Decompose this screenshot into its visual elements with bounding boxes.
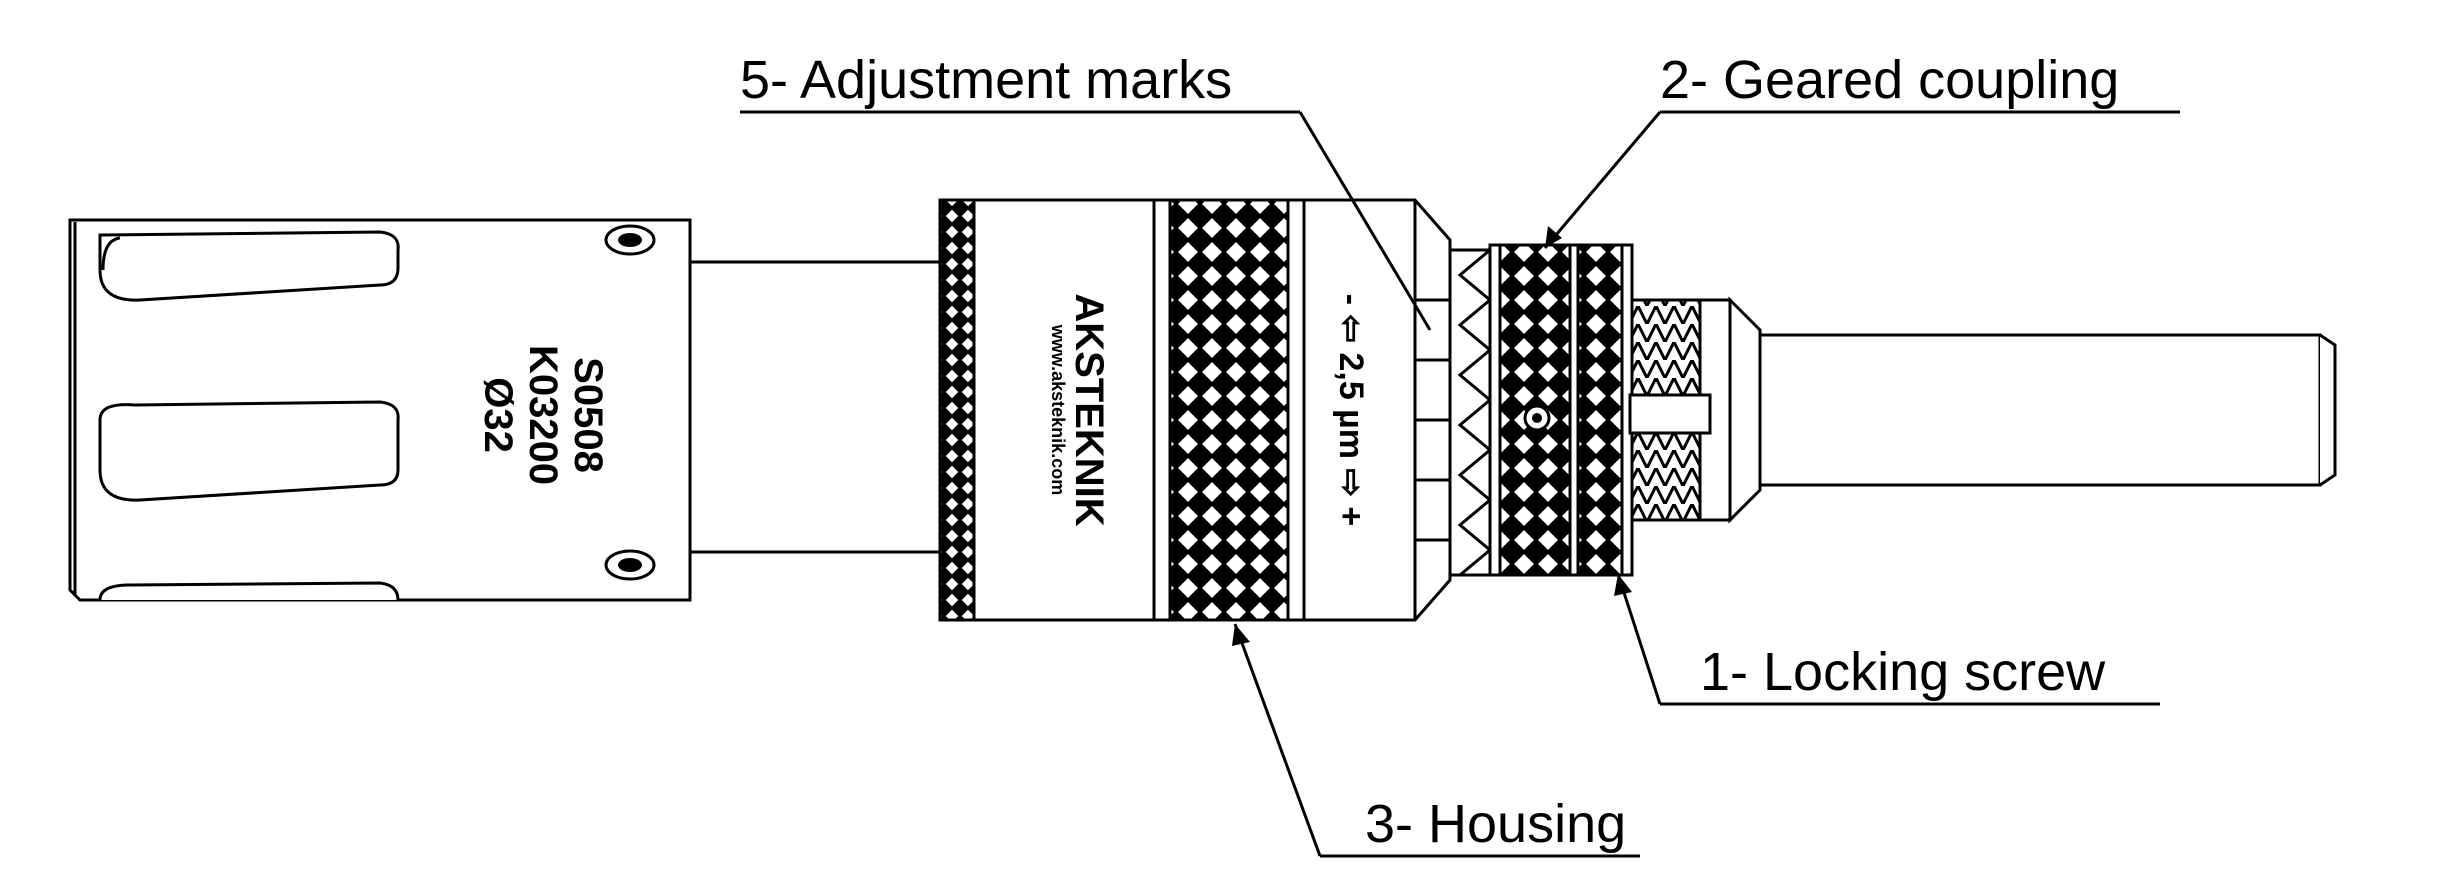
adjustment-scale-ring: - ⇦ 2,5 µm ⇨ + <box>1302 198 1452 622</box>
adjustment-scale-text: - ⇦ 2,5 µm ⇨ + <box>1332 294 1370 526</box>
engraving-diameter: Ø32 <box>476 377 520 453</box>
housing-body: AKSTEKNIK www.aksteknik.com <box>972 198 1156 622</box>
callout-geared-coupling: 2- Geared coupling <box>1543 50 2180 249</box>
svg-text:5- Adjustment marks: 5- Adjustment marks <box>740 50 1232 110</box>
housing-website: www.aksteknik.com <box>1048 324 1068 495</box>
engraving-code: K03200 <box>521 345 565 485</box>
locking-screw-slot <box>1628 393 1712 435</box>
threaded-nose <box>1628 296 1762 524</box>
svg-text:3- Housing: 3- Housing <box>1365 794 1626 854</box>
screw-icon-top <box>604 224 656 256</box>
svg-text:2- Geared coupling: 2- Geared coupling <box>1660 50 2119 110</box>
geared-coupling <box>1448 243 1634 577</box>
housing-knurl-band <box>1168 198 1290 622</box>
housing-spacer <box>1152 198 1172 622</box>
tool-holder-block: Ø32 K03200 S0508 <box>68 218 692 602</box>
callout-adjustment-marks: 5- Adjustment marks <box>740 50 1432 331</box>
callout-housing: 3- Housing <box>1232 623 1640 858</box>
callout-locking-screw: 1- Locking screw <box>1614 573 2160 706</box>
svg-text:1- Locking screw: 1- Locking screw <box>1700 642 2106 702</box>
housing-brand: AKSTEKNIK <box>1067 293 1111 526</box>
screw-icon-bottom <box>604 549 656 581</box>
shank-neck <box>688 260 942 554</box>
left-knurled-ring <box>938 198 976 622</box>
engraving-serial: S0508 <box>566 357 610 473</box>
shank <box>1758 333 2337 487</box>
